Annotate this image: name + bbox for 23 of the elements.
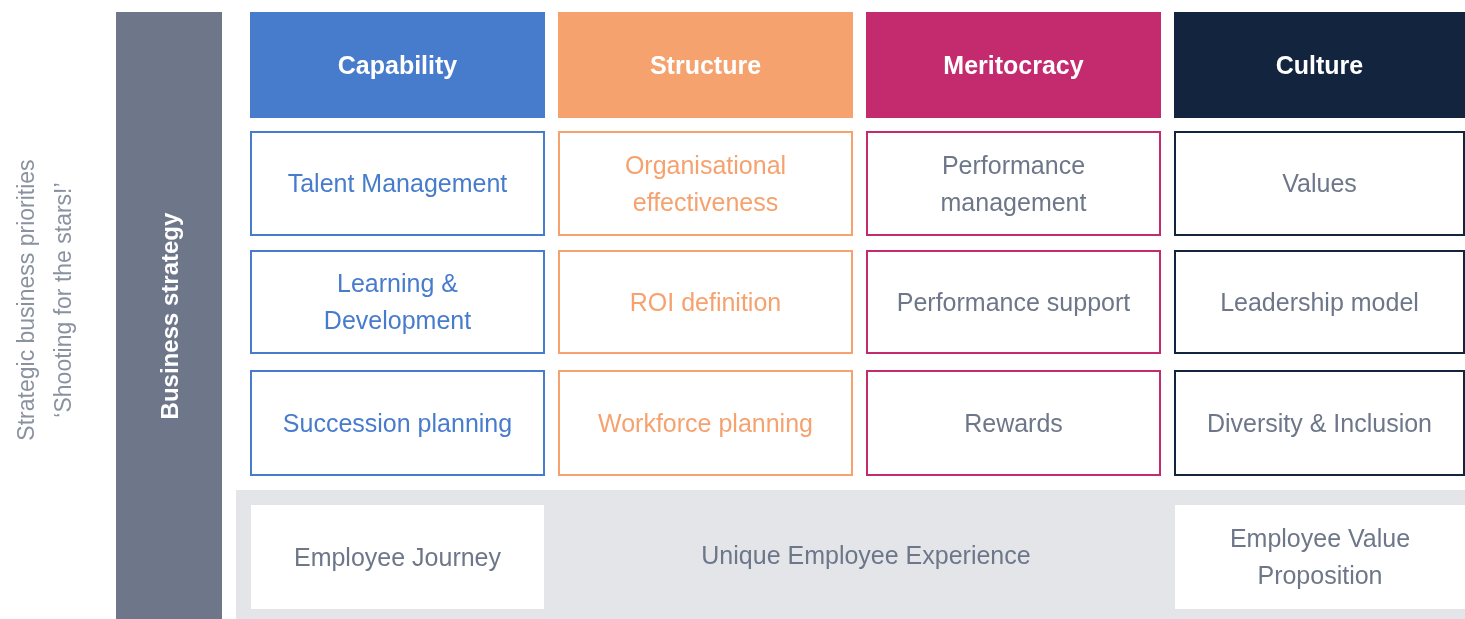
side-caption: Strategic business priorities ‘Shooting for the stars!’ (12, 158, 77, 443)
practice-card: Performance management (866, 131, 1161, 236)
band-label: Unique Employee Experience (700, 539, 1032, 571)
practice-card: Organisational effectiveness (558, 131, 853, 236)
journey-card: Employee Journey (251, 505, 544, 609)
practice-card: Rewards (866, 370, 1161, 476)
experience-band (236, 490, 1465, 619)
practice-card: Workforce planning (558, 370, 853, 476)
practice-card: Learning & Development (250, 250, 545, 354)
strategy-bar (116, 12, 222, 619)
column-header: Capability (250, 12, 545, 118)
column-header: Structure (558, 12, 853, 118)
practice-card: Talent Management (250, 131, 545, 236)
column-header: Meritocracy (866, 12, 1161, 118)
practice-card: Diversity & Inclusion (1174, 370, 1465, 476)
practice-card: Leadership model (1174, 250, 1465, 354)
column-header: Culture (1174, 12, 1465, 118)
practice-card: Values (1174, 131, 1465, 236)
journey-card: Employee Value Proposition (1175, 505, 1465, 609)
practice-card: ROI definition (558, 250, 853, 354)
practice-card: Succession planning (250, 370, 545, 476)
practice-card: Performance support (866, 250, 1161, 354)
bar-label: Business strategy (154, 212, 184, 419)
